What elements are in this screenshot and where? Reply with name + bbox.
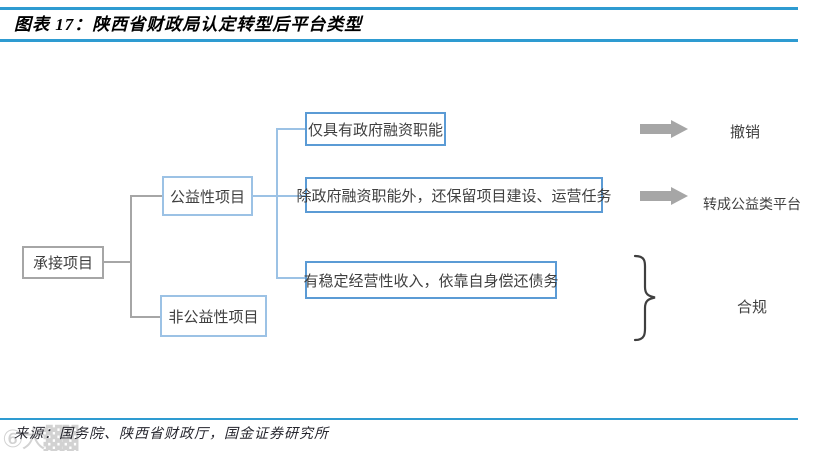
connector-line [131, 316, 160, 318]
node-label: 除政府融资职能外，还保留项目建设、运营任务 [296, 187, 612, 205]
arrow-head [671, 120, 688, 138]
branch-node-public-welfare: 公益性项目 [162, 176, 253, 216]
node-label: 仅具有政府融资职能 [307, 121, 443, 139]
connector-line [277, 277, 305, 279]
branch-node-non-public-welfare: 非公益性项目 [160, 295, 267, 337]
source-note: 来源：国务院、陕西省财政厅，国金证券研究所 [14, 427, 329, 442]
figure-title: 图表 17：陕西省财政局认定转型后平台类型 [14, 15, 363, 34]
connector-line [277, 195, 305, 197]
brace-icon [632, 253, 658, 348]
title-rule-bottom [0, 39, 798, 42]
connector-line [131, 195, 162, 197]
connector-line [277, 128, 305, 130]
title-rule-top [0, 7, 798, 10]
connector-line [253, 195, 277, 197]
node-label: 非公益性项目 [168, 308, 259, 326]
condition-node-construction-operation: 除政府融资职能外，还保留项目建设、运营任务 [297, 177, 612, 213]
outcome-label-revoke: 撤销 [729, 124, 760, 141]
right-arrow-icon [640, 187, 688, 205]
node-label: 有稳定经营性收入，依靠自身偿还债务 [303, 272, 559, 290]
node-label: 公益性项目 [169, 188, 245, 206]
node-label: 承接项目 [32, 255, 93, 272]
source-rule [0, 418, 798, 420]
condition-node-financing-only: 仅具有政府融资职能 [305, 112, 446, 146]
right-arrow-icon [640, 120, 688, 138]
condition-node-stable-income: 有稳定经营性收入，依靠自身偿还债务 [303, 261, 559, 299]
arrow-head [671, 187, 688, 205]
root-node-undertake-project: 承接项目 [22, 246, 104, 279]
outcome-label-convert-public-platform: 转成公益类平台 [703, 196, 801, 212]
connector-line [276, 128, 278, 279]
connector-line [130, 195, 132, 318]
outcome-label-compliant: 合规 [736, 299, 767, 316]
connector-line [104, 261, 131, 263]
watermark: ⑥大▓▓ [2, 425, 78, 451]
arrow-body [640, 124, 671, 134]
arrow-body [640, 191, 671, 201]
